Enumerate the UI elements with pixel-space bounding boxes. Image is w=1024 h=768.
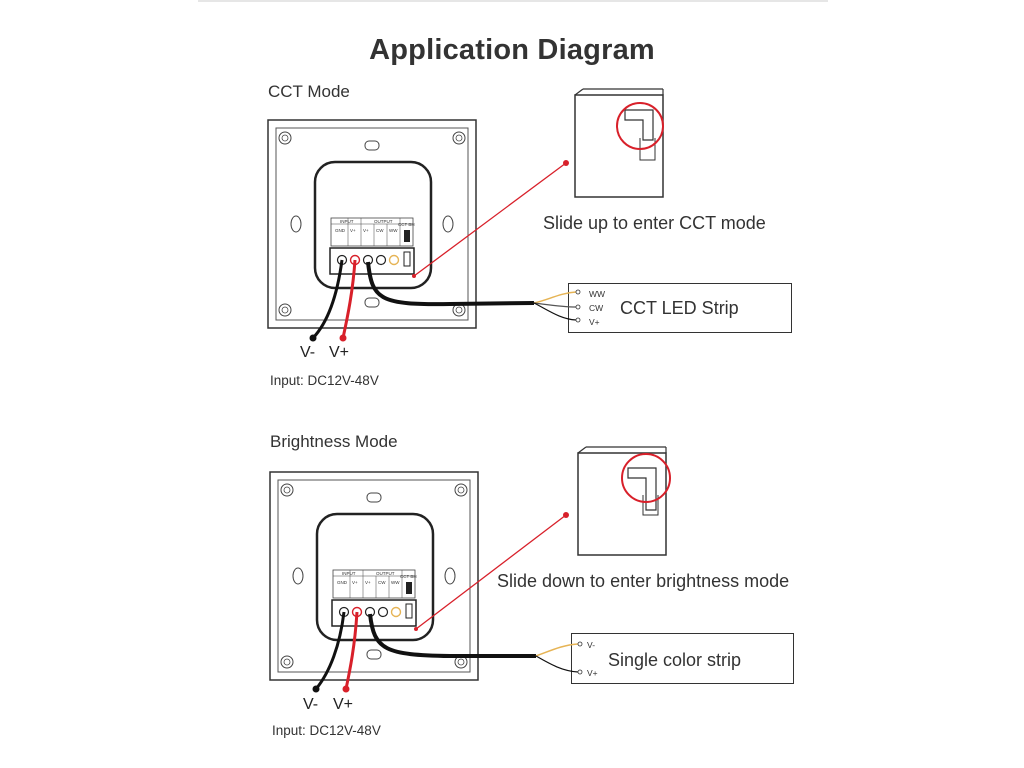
brightness-mode-label: Brightness Mode bbox=[270, 432, 398, 451]
cct-terminal-cw: CW bbox=[376, 228, 384, 233]
cct-led-strip bbox=[568, 283, 792, 333]
brightness-input-label: Input: DC12V-48V bbox=[272, 723, 381, 738]
cct-v-plus-label: V+ bbox=[329, 344, 350, 361]
cct-strip-pin-ww: WW bbox=[589, 289, 606, 299]
bright-terminal-input-header: INPUT bbox=[342, 571, 356, 576]
cct-terminal-in-vplus: V+ bbox=[350, 228, 356, 233]
cct-terminal-output-header: OUTPUT bbox=[374, 219, 393, 224]
cct-terminal-out-vplus: V+ bbox=[363, 228, 369, 233]
bright-terminal-gnd: GND bbox=[337, 580, 348, 585]
cct-terminal-ww: WW bbox=[389, 228, 398, 233]
bright-terminal-out-vplus: V+ bbox=[365, 580, 371, 585]
top-divider bbox=[198, 0, 828, 2]
bright-terminal-ww: WW bbox=[391, 580, 400, 585]
page-title: Application Diagram bbox=[369, 34, 655, 66]
bright-terminal-cw: CW bbox=[378, 580, 386, 585]
single-strip-pin-vminus: V- bbox=[587, 640, 596, 650]
bright-terminal-switch-label: CCT BH bbox=[400, 574, 417, 579]
cct-strip-pin-cw: CW bbox=[589, 303, 604, 313]
cct-terminal-gnd: GND bbox=[335, 228, 346, 233]
brightness-switch-caption: Slide down to enter brightness mode bbox=[497, 571, 790, 591]
cct-mode-label: CCT Mode bbox=[268, 82, 350, 101]
cct-switch-caption: Slide up to enter CCT mode bbox=[543, 213, 766, 233]
bright-terminal-in-vplus: V+ bbox=[352, 580, 358, 585]
cct-strip-label: CCT LED Strip bbox=[620, 298, 739, 318]
cct-v-minus-label: V- bbox=[300, 344, 316, 361]
brightness-v-plus-label: V+ bbox=[333, 696, 354, 713]
bright-terminal-output-header: OUTPUT bbox=[376, 571, 395, 576]
single-strip-label: Single color strip bbox=[608, 650, 742, 670]
cct-terminal-switch-label: CCT BH bbox=[398, 222, 415, 227]
single-strip-pin-vplus: V+ bbox=[587, 668, 598, 678]
cct-terminal-input-header: INPUT bbox=[340, 219, 354, 224]
single-color-strip bbox=[571, 633, 794, 684]
cct-input-label: Input: DC12V-48V bbox=[270, 373, 379, 388]
cct-strip-pin-vplus: V+ bbox=[589, 317, 600, 327]
brightness-v-minus-label: V- bbox=[303, 696, 319, 713]
